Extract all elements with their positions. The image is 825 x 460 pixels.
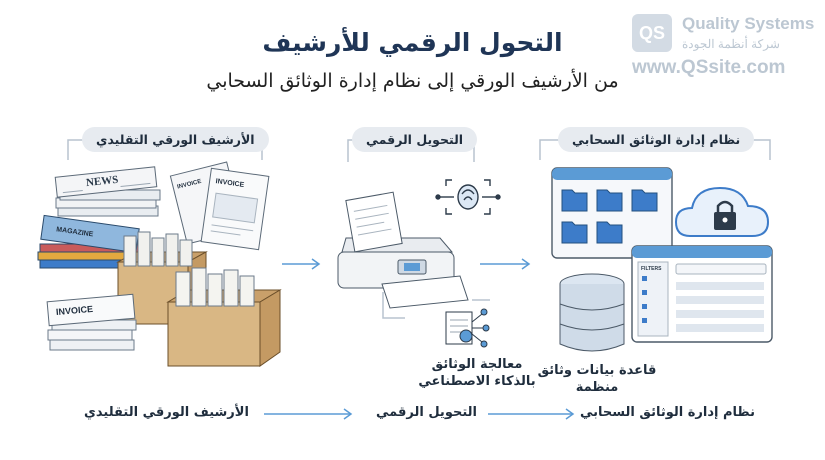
bottom-flow-arrows (264, 408, 575, 420)
stage-label-cloud: نظام إدارة الوثائق السحابي (558, 127, 755, 152)
filters-label: FILTERS (641, 266, 662, 272)
invoice-top-label: INVOICE (215, 178, 245, 189)
bottom-label-cloud: نظام إدارة الوثائق السحابي (580, 405, 755, 420)
bottom-label-digital: التحويل الرقمي (376, 405, 477, 420)
invoice-papers-icon: INVOICE INVOICE (169, 161, 270, 251)
watermark-site: www.QSsite.com (632, 57, 786, 78)
cloud-lock-icon (674, 186, 770, 237)
magazine-stack-icon: MAGAZINE (37, 214, 141, 269)
fingerprint-scan-icon (435, 179, 501, 215)
qs-logo: QS (632, 14, 672, 52)
invoice-mid-label: INVOICE (177, 179, 202, 191)
caption-database: قاعدة بيانات وثائق منظمة (537, 363, 657, 395)
watermark-brand-arabic: شركة أنظمة الجودة (682, 37, 780, 51)
arrow-digital-to-cloud (480, 258, 531, 270)
invoice-bottom-label: INVOICE (56, 304, 94, 317)
archive-boxes-icon (116, 231, 282, 367)
bottom-label-paper: الأرشيف الورقي التقليدي (84, 405, 249, 420)
paper-archive-illustration: NEWS MAGAZINE INVOICE INVOICE (37, 161, 282, 367)
page-title: التحول الرقمي للأرشيف (262, 28, 563, 57)
invoice-stack-icon: INVOICE (46, 293, 137, 351)
arrow-paper-to-digital (282, 258, 321, 270)
newspaper-stack-icon: NEWS (54, 166, 161, 217)
caption-ai-processing: معالجة الوثائق بالذكاء الاصطناعي (418, 357, 536, 389)
newspaper-title: NEWS (85, 174, 118, 189)
scanner-icon (337, 191, 469, 309)
ai-document-icon (445, 308, 490, 348)
folder-window-icon (551, 167, 673, 259)
database-icon (559, 273, 625, 352)
filter-window-icon: FILTERS (631, 245, 773, 343)
stage-label-digital: التحويل الرقمي (352, 127, 478, 152)
watermark-brand: Quality Systems (682, 14, 815, 33)
stage-label-paper: الأرشيف الورقي التقليدي (82, 127, 269, 152)
page-subtitle: من الأرشيف الورقي إلى نظام إدارة الوثائق… (206, 70, 619, 92)
